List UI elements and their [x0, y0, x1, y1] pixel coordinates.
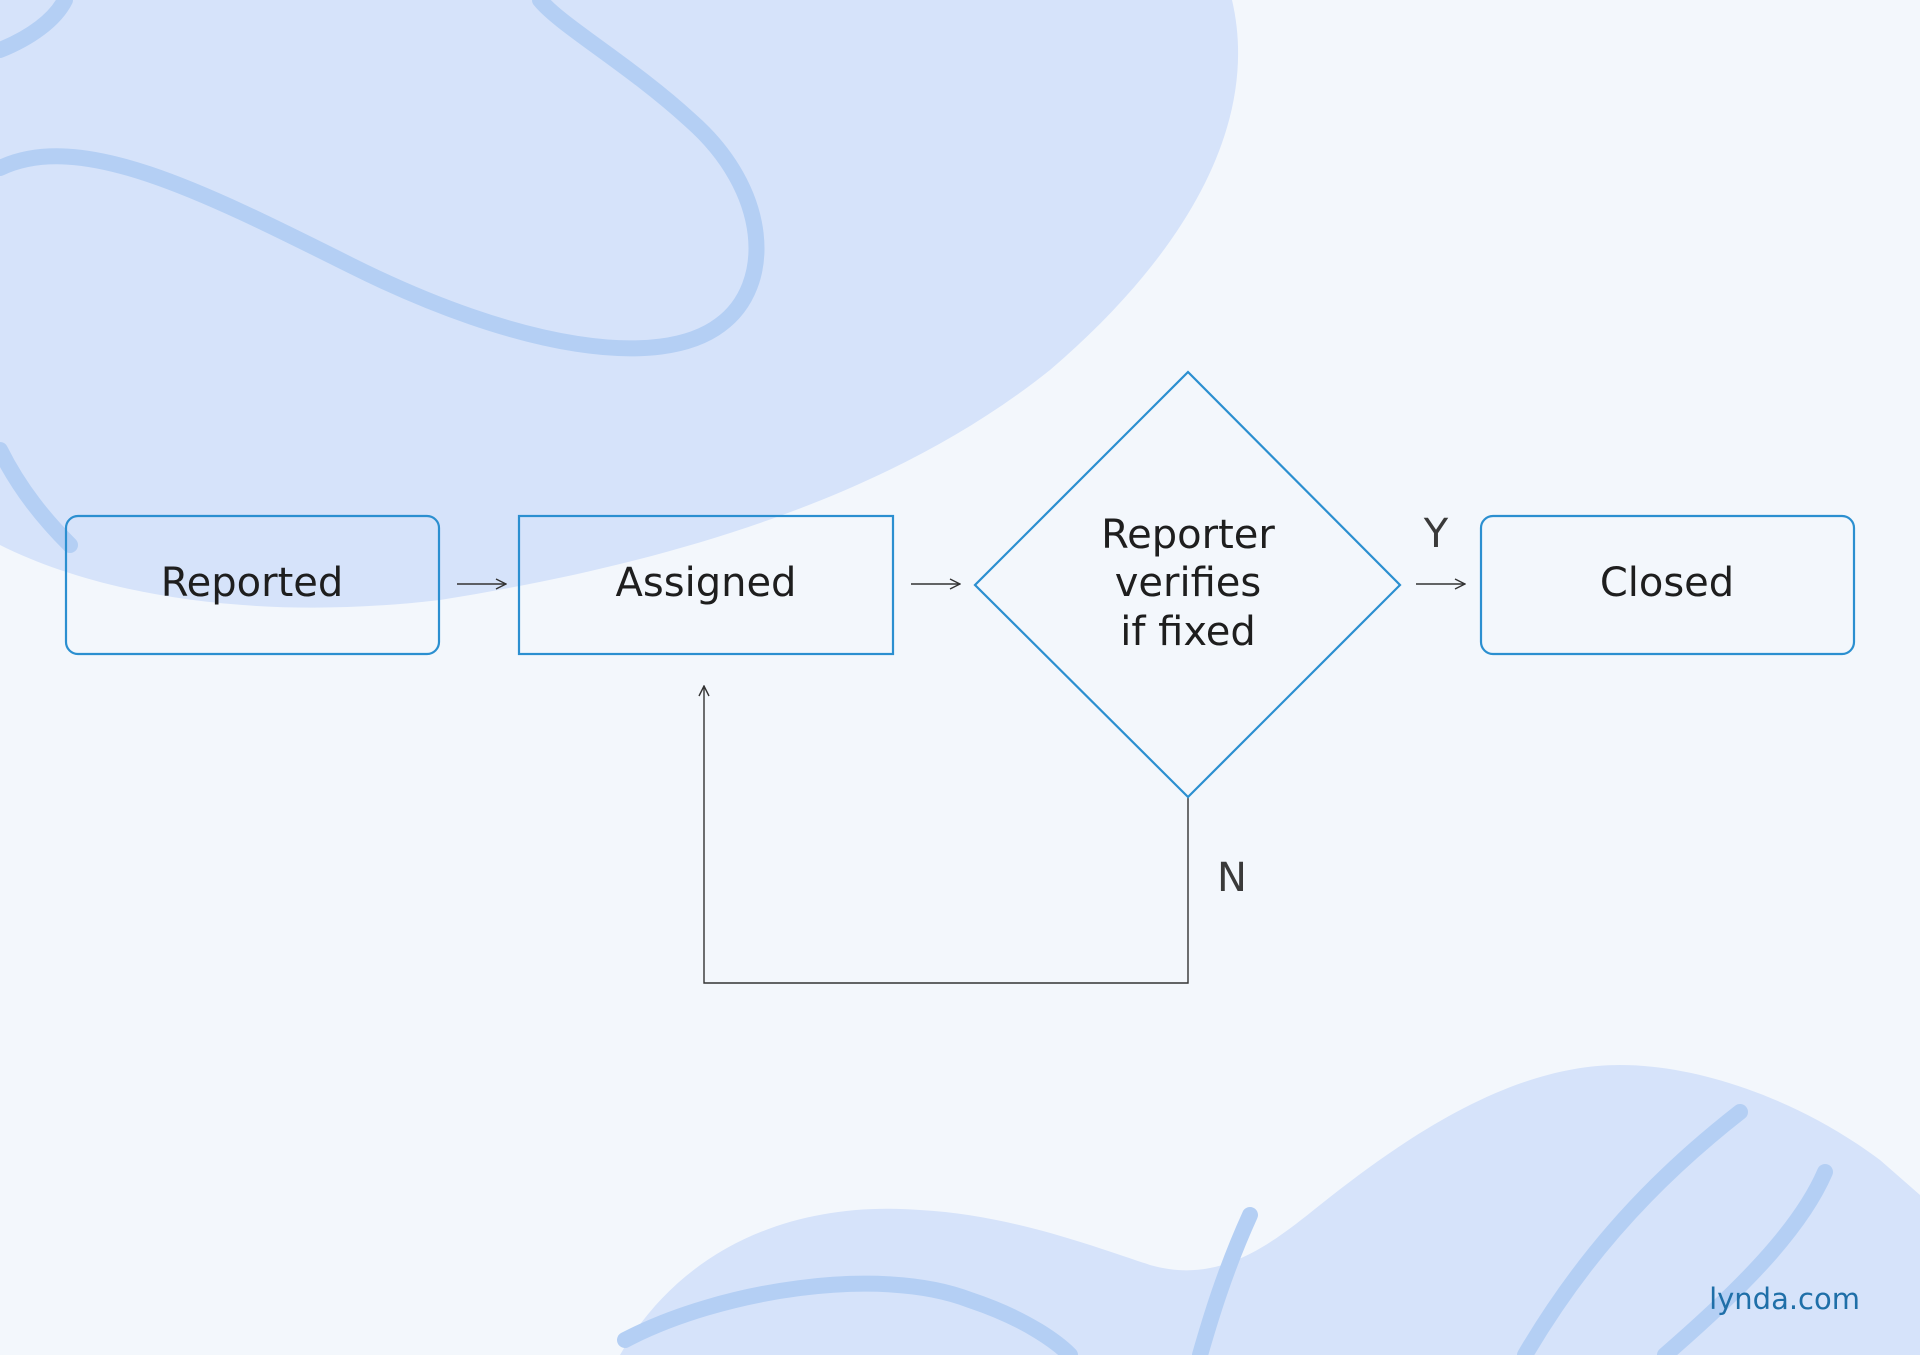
reported-box [64, 514, 441, 656]
background-blob-bottom-right [620, 1065, 1920, 1355]
background-swirl-bottom-mid [1192, 1207, 1258, 1355]
node-closed: Closed [1479, 514, 1856, 656]
decision-label-line-1: Reporter [1101, 512, 1275, 558]
assigned-box [517, 514, 895, 656]
background-swirl-edge [0, 442, 78, 553]
background-swirl-bottom-right-1 [1517, 1104, 1748, 1355]
connectors [457, 584, 1465, 984]
closed-label: Closed [1600, 560, 1734, 606]
decision-diamond [973, 370, 1402, 799]
decision-label-line-3: if fixed [1120, 609, 1256, 655]
reported-label: Reported [161, 560, 344, 606]
background-blob-top-left [0, 0, 1239, 608]
background-swirl-corner [0, 0, 73, 58]
background-swirl-top [0, 0, 765, 357]
brand-logo-text: lynda.com [1709, 1282, 1860, 1316]
branch-label-yes: Y [1423, 511, 1449, 557]
closed-box [1479, 514, 1856, 656]
arrow-verify-back-to-assigned [704, 686, 1189, 984]
node-assigned: Assigned [517, 514, 895, 656]
background-swirl-bottom-right-2 [1657, 1164, 1833, 1355]
node-reporter-verifies-if-fixed: Reporter verifies if fixed [973, 370, 1402, 799]
decision-label-line-2: verifies [1115, 560, 1261, 606]
branch-label-no: N [1217, 855, 1247, 901]
assigned-label: Assigned [616, 560, 797, 606]
background-swirl-bottom-left [617, 1275, 1078, 1355]
node-reported: Reported [64, 514, 441, 656]
